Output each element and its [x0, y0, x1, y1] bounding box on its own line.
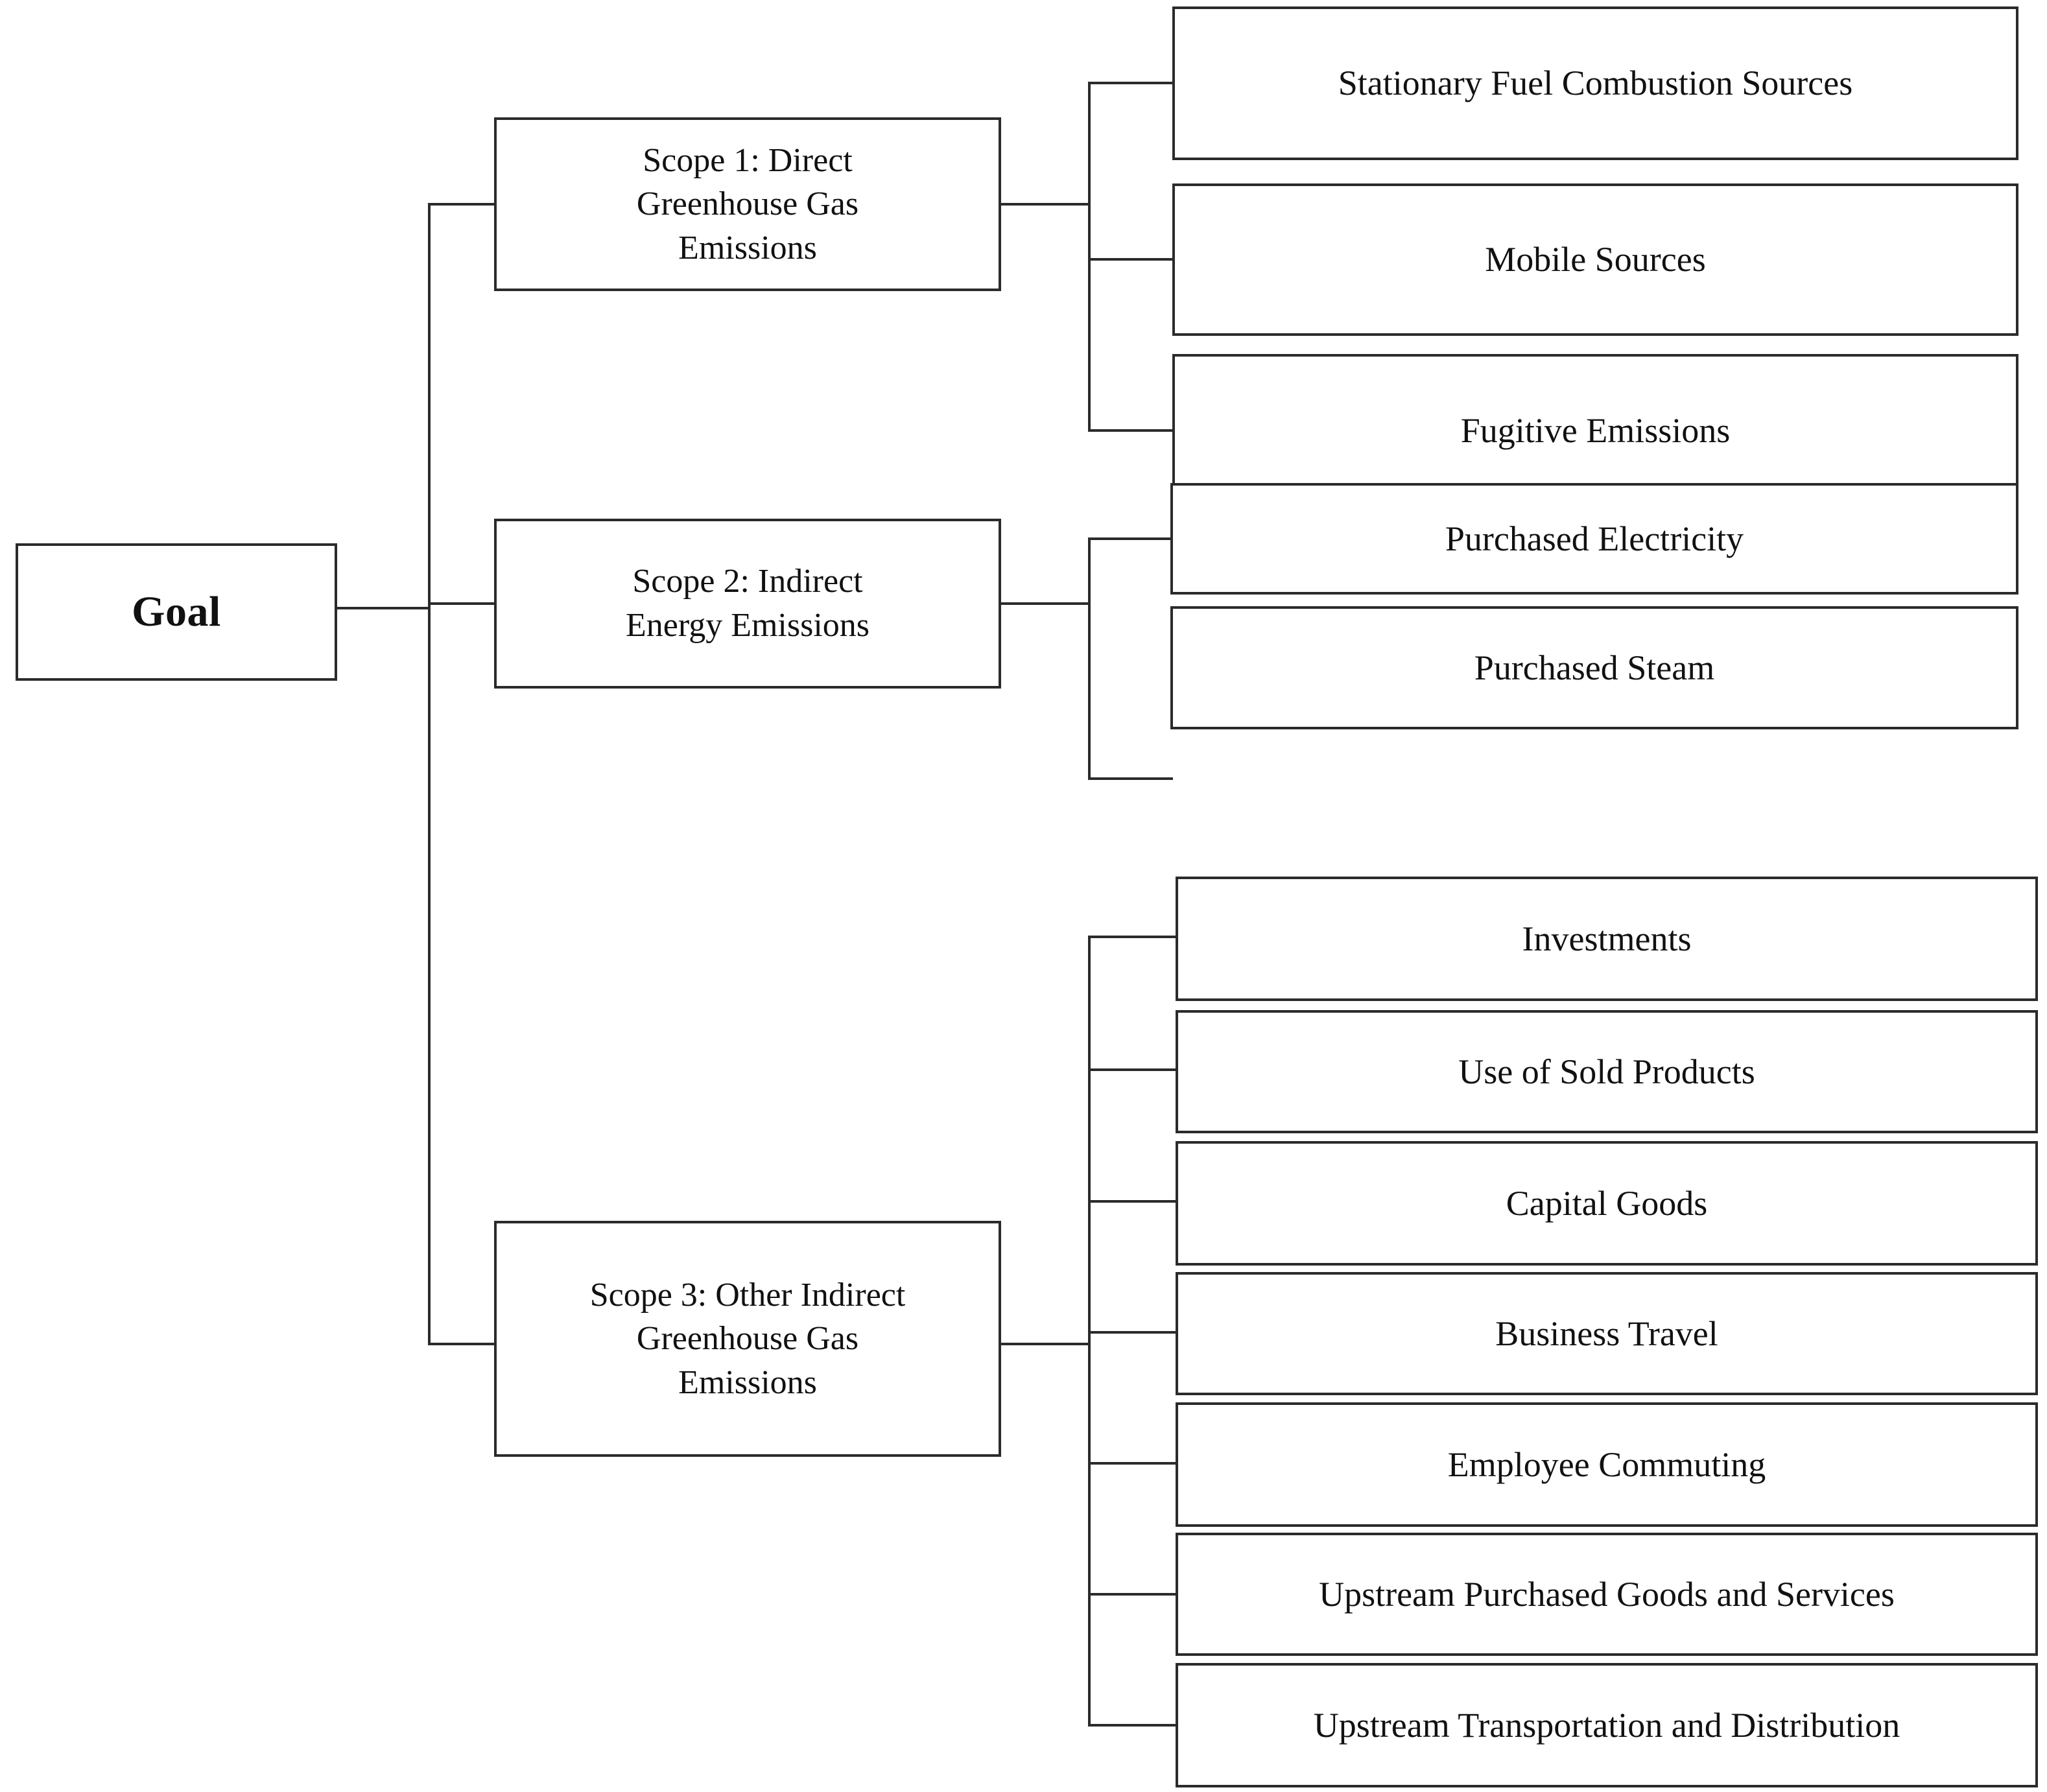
- connector-scope3-branch-5: [1088, 1462, 1178, 1465]
- connector-goal-to-bus: [336, 607, 431, 609]
- node-scope2: Scope 2: Indirect Energy Emissions: [494, 519, 1001, 689]
- node-label: Purchased Steam: [1474, 648, 1715, 687]
- connector-scope3-branch-7: [1088, 1724, 1178, 1727]
- connector-scope3-branch-4: [1088, 1331, 1178, 1334]
- node-label: Fugitive Emissions: [1460, 411, 1731, 451]
- connector-scope3-stub: [1001, 1343, 1089, 1345]
- node-stationary-fuel-combustion-sources: Stationary Fuel Combustion Sources: [1172, 6, 2018, 160]
- node-scope1-label: Scope 1: Direct Greenhouse Gas Emissions: [636, 141, 859, 266]
- connector-main-vertical-bus: [428, 203, 431, 1345]
- connector-scope3-branch-2: [1088, 1068, 1178, 1071]
- node-scope3-label: Scope 3: Other Indirect Greenhouse Gas E…: [589, 1276, 906, 1401]
- node-label: Upstream Purchased Goods and Services: [1319, 1574, 1895, 1614]
- node-employee-commuting: Employee Commuting: [1176, 1402, 2038, 1527]
- connector-scope1-branch-3: [1088, 429, 1175, 432]
- node-label: Upstream Transportation and Distribution: [1313, 1705, 1900, 1745]
- node-label: Stationary Fuel Combustion Sources: [1338, 64, 1853, 103]
- connector-scope2-stub: [1001, 602, 1089, 605]
- node-label: Capital Goods: [1506, 1183, 1708, 1223]
- connector-scope1-branch-2: [1088, 258, 1175, 261]
- connector-bus-to-scope1: [428, 203, 497, 206]
- node-goal-label: Goal: [132, 588, 221, 636]
- node-scope2-label: Scope 2: Indirect Energy Emissions: [625, 563, 870, 644]
- connector-scope1-vertical-bus: [1088, 82, 1091, 430]
- node-scope3: Scope 3: Other Indirect Greenhouse Gas E…: [494, 1221, 1001, 1457]
- node-label: Purchased Electricity: [1445, 519, 1744, 558]
- node-scope1: Scope 1: Direct Greenhouse Gas Emissions: [494, 117, 1001, 291]
- node-investments: Investments: [1176, 877, 2038, 1001]
- connector-scope1-stub: [1001, 203, 1089, 206]
- node-goal: Goal: [16, 543, 337, 681]
- node-label: Employee Commuting: [1447, 1444, 1766, 1484]
- connector-scope3-branch-3: [1088, 1200, 1178, 1203]
- connector-scope1-branch-1: [1088, 82, 1175, 84]
- node-business-travel: Business Travel: [1176, 1272, 2038, 1395]
- connector-scope2-branch-1: [1088, 537, 1173, 540]
- connector-scope3-branch-6: [1088, 1593, 1178, 1596]
- node-label: Business Travel: [1495, 1314, 1718, 1353]
- node-use-of-sold-products: Use of Sold Products: [1176, 1010, 2038, 1133]
- node-label: Mobile Sources: [1485, 240, 1706, 279]
- node-upstream-purchased-goods-and-services: Upstream Purchased Goods and Services: [1176, 1533, 2038, 1656]
- node-mobile-sources: Mobile Sources: [1172, 183, 2018, 336]
- connector-bus-to-scope3: [428, 1343, 497, 1345]
- node-purchased-steam: Purchased Steam: [1170, 606, 2018, 729]
- node-purchased-electricity: Purchased Electricity: [1170, 483, 2018, 595]
- connector-scope3-branch-1: [1088, 936, 1178, 938]
- node-upstream-transportation-and-distribution: Upstream Transportation and Distribution: [1176, 1663, 2038, 1787]
- connector-scope2-vertical-bus: [1088, 537, 1091, 780]
- connector-scope2-branch-2: [1088, 777, 1173, 780]
- node-fugitive-emissions: Fugitive Emissions: [1172, 354, 2018, 508]
- node-capital-goods: Capital Goods: [1176, 1141, 2038, 1266]
- connector-bus-to-scope2: [428, 602, 497, 605]
- node-label: Investments: [1522, 919, 1692, 958]
- node-label: Use of Sold Products: [1458, 1052, 1755, 1091]
